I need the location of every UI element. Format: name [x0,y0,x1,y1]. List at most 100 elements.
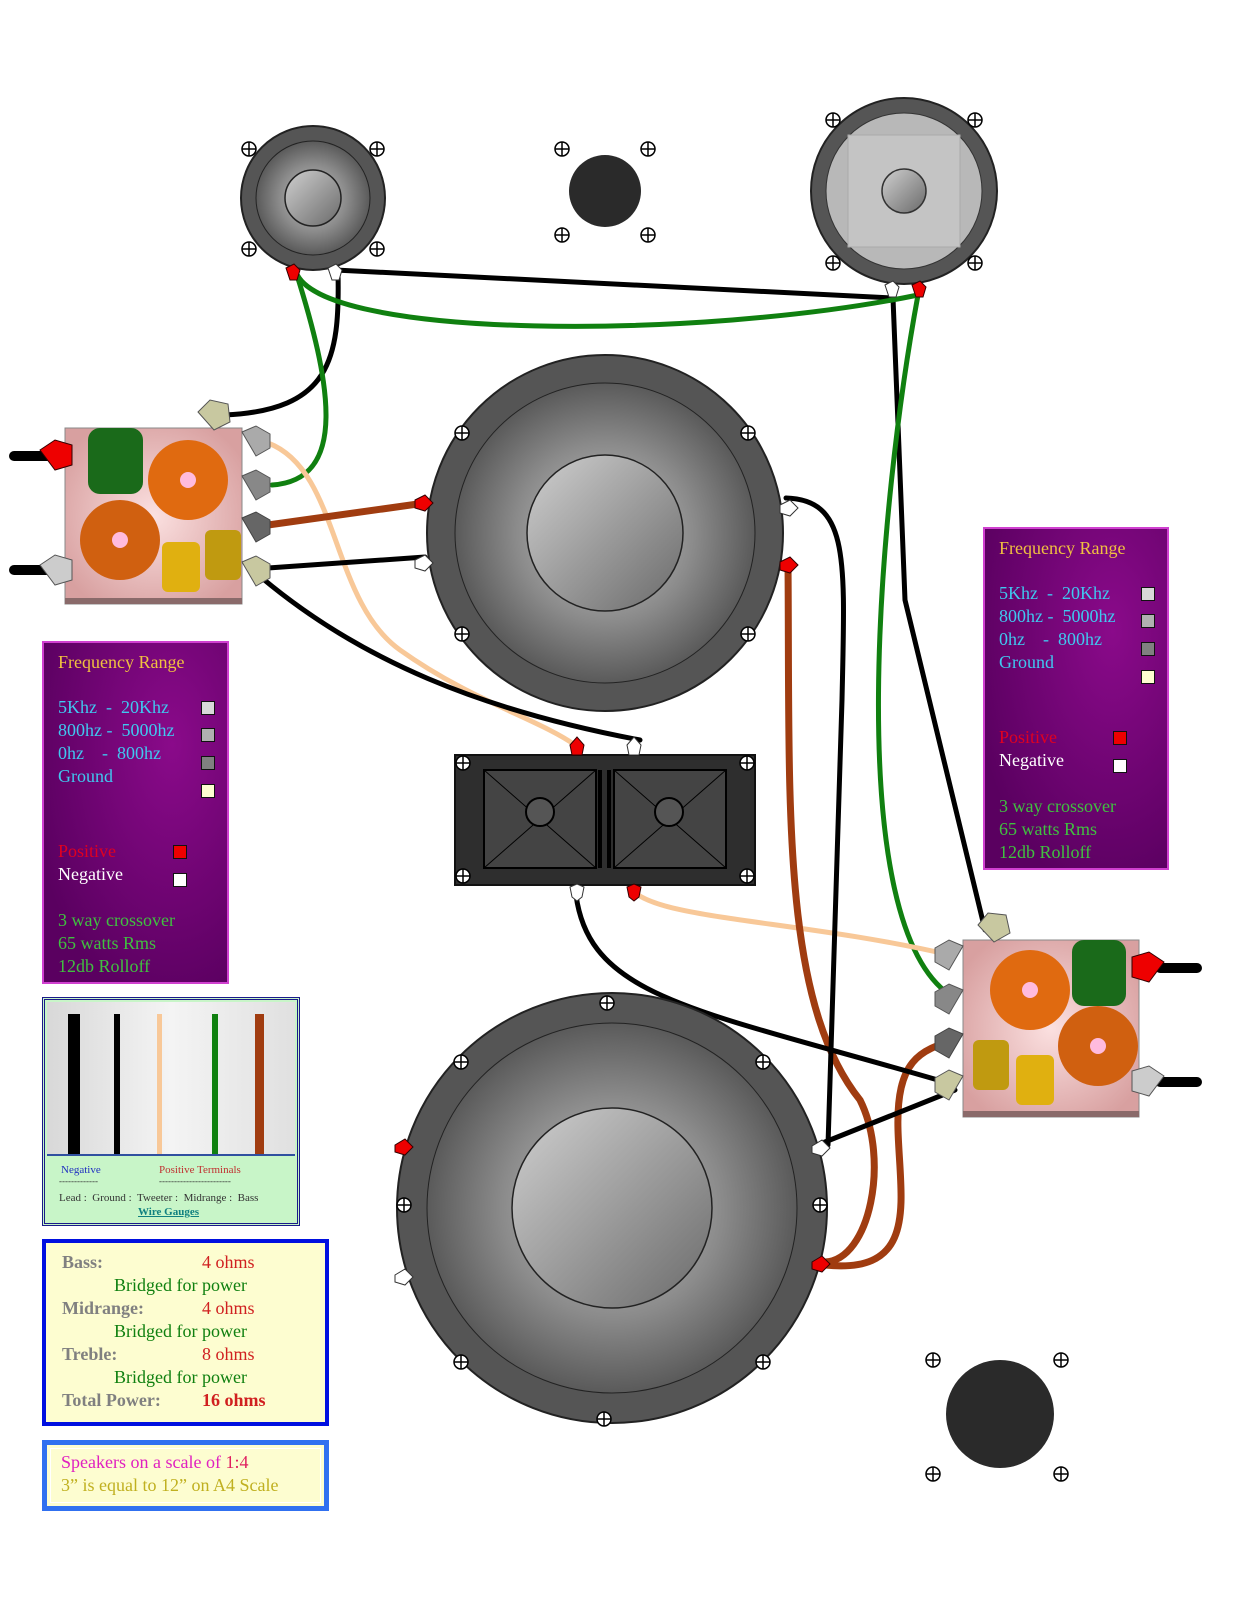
impedance-total: Total Power:16 ohms [62,1390,266,1410]
tweeter-left [240,125,386,281]
wire-negative [573,892,958,1088]
impedance-row: Treble:8 ohms [62,1344,255,1364]
negative-terminal [414,554,434,572]
legend-range: 800hz - 5000hz [58,719,215,742]
screw-icon [640,227,656,243]
wire-gauges-link[interactable]: Wire Gauges [138,1206,200,1218]
positive-terminal [39,439,73,471]
wire-tweeter [265,440,578,748]
frequency-legend-right: Frequency Range 5Khz - 20Khz 800hz - 500… [983,527,1169,870]
screw-icon [369,141,385,157]
wire-negative [822,1087,958,1145]
scale-conversion: 3” is equal to 12” on A4 Scale [61,1475,279,1495]
swatch-bass [1141,642,1155,656]
screw-icon [755,1054,771,1070]
bass-terminal [934,1027,964,1059]
ground-terminal [197,399,231,431]
screw-icon [554,141,570,157]
positive-terminal [569,736,585,756]
wire-sample-tweeter [157,1014,162,1154]
swatch-midrange [1141,614,1155,628]
tweeter-terminal [241,425,271,457]
screw-icon [825,112,841,128]
screw-icon [740,626,756,642]
scale-value: 1:4 [225,1452,249,1472]
scale-text: Speakers on a scale of [61,1452,226,1472]
screw-icon [599,995,615,1011]
screw-icon [825,255,841,271]
wire-gauge-legend: Negative Positive Terminals ------------… [42,997,300,1226]
swatch-positive [173,845,187,859]
tweeter-terminal [934,939,964,971]
tweeter-right [810,97,998,298]
spec: 3 way crossover [999,796,1116,816]
legend-negative: Negative [999,749,1153,773]
screw-icon [967,255,983,271]
impedance-row: Bass:4 ohms [62,1252,255,1272]
screw-icon [1053,1466,1069,1482]
port-bottom [925,1352,1069,1482]
midrange-woofer [414,354,799,712]
legend-title: Frequency Range [58,652,185,672]
legend-title: Frequency Range [999,538,1126,558]
screw-icon [369,241,385,257]
spec: 3 way crossover [58,910,175,930]
swatch-positive [1113,731,1127,745]
divider: ------------- [59,1176,98,1186]
wire-bass [821,1036,959,1270]
legend-range: 5Khz - 20Khz [58,696,215,719]
negative-label: Negative [61,1164,101,1176]
positive-terminal [626,883,642,902]
screw-icon [455,868,471,884]
port-top [554,141,656,243]
wire-midrange [269,269,329,488]
negative-terminal [811,1139,831,1157]
spec: 65 watts Rms [999,819,1098,839]
ground-terminal [1131,1065,1165,1097]
legend-positive: Positive [58,840,213,863]
screw-icon [453,1054,469,1070]
wire-sample-lead [68,1014,80,1154]
negative-terminal [779,499,799,517]
screw-icon [740,425,756,441]
bass-woofer [394,992,831,1427]
wire-bass [264,499,429,529]
legend-negative: Negative [58,863,213,887]
legend-range: Ground [58,765,215,798]
swatch-midrange [201,728,215,742]
positive-label: Positive Terminals [159,1164,241,1176]
swatch-negative [1113,759,1127,773]
legend-range: 5Khz - 20Khz [999,582,1155,605]
crossover-left [39,399,271,605]
positive-terminal [779,556,799,574]
negative-terminal [626,736,642,756]
wire-negative [265,554,428,571]
screw-icon [925,1352,941,1368]
legend-range: 0hz - 800hz [58,742,215,770]
dual-tweeter [454,736,756,902]
wire-sample-bass [255,1014,264,1154]
wire-types: Lead : Ground : Tweeter : Midrange : Bas… [59,1192,259,1204]
wires [9,267,1202,1270]
wire-samples [47,1002,295,1156]
screw-icon [241,141,257,157]
screw-icon [454,425,470,441]
screw-icon [596,1411,612,1427]
screw-icon [739,755,755,771]
swatch-negative [173,873,187,887]
wire-sample-midrange [212,1014,218,1154]
swatch-tweeter [201,701,215,715]
wire-negative [332,267,988,933]
midrange-terminal [241,469,271,501]
swatch-tweeter [1141,587,1155,601]
spec: 65 watts Rms [58,933,157,953]
impedance-note: Bridged for power [114,1321,247,1341]
screw-icon [455,755,471,771]
screw-icon [967,112,983,128]
frequency-legend-left: Frequency Range 5Khz - 20Khz 800hz - 500… [42,641,229,984]
positive-terminal [414,494,434,512]
wire-sample-ground [114,1014,120,1154]
midrange-terminal [934,983,964,1015]
spec: 12db Rolloff [999,842,1092,862]
impedance-row: Midrange:4 ohms [62,1298,255,1318]
